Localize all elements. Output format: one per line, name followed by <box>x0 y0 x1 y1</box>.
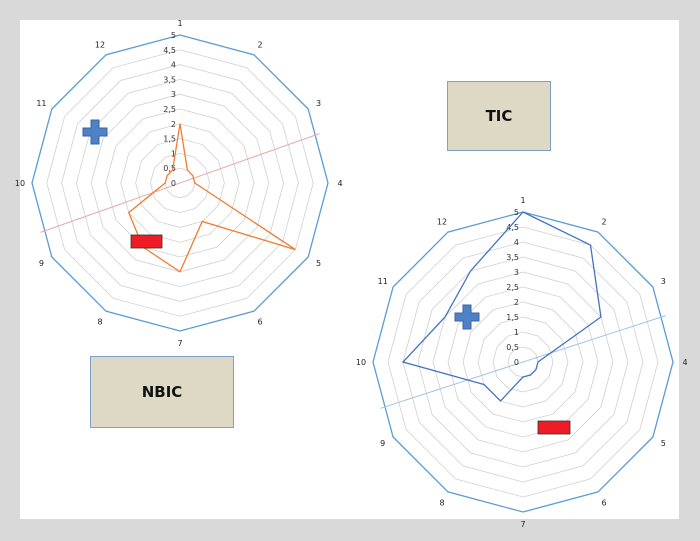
tic-tick-label: 0 <box>514 358 519 367</box>
nbic-grid-ring <box>120 123 240 243</box>
tic-grid-ring <box>417 256 629 468</box>
nbic-label-box: NBIC <box>90 356 234 428</box>
nbic-category-label: 5 <box>316 259 321 268</box>
nbic-category-label: 7 <box>177 339 182 348</box>
tic-tick-label: 4 <box>514 238 519 247</box>
nbic-category-label: 4 <box>337 179 342 188</box>
tic-grid-ring <box>462 301 584 423</box>
tic-category-label: 7 <box>520 520 525 529</box>
tic-category-label: 8 <box>439 498 444 507</box>
nbic-tick-label: 5 <box>171 31 176 40</box>
tic-category-label: 4 <box>682 358 687 367</box>
nbic-cross-marker <box>82 119 108 145</box>
tic-grid-ring <box>387 226 659 498</box>
tic-category-label: 10 <box>356 358 366 367</box>
nbic-category-label: 10 <box>15 179 25 188</box>
nbic-category-label: 9 <box>39 259 44 268</box>
tic-grid-ring <box>492 331 554 393</box>
nbic-rect-marker <box>130 234 163 249</box>
tic-category-label: 6 <box>601 498 606 507</box>
tic-grid-ring <box>372 211 674 513</box>
tic-category-label: 12 <box>437 218 447 227</box>
tic-tick-label: 5 <box>514 208 519 217</box>
nbic-tick-label: 4,5 <box>163 46 176 55</box>
nbic-category-label: 12 <box>95 40 105 49</box>
tic-tick-label: 1,5 <box>506 313 519 322</box>
nbic-grid-ring <box>135 138 225 228</box>
nbic-tick-label: 2,5 <box>163 105 176 114</box>
nbic-category-label: 8 <box>97 318 102 327</box>
tic-category-label: 11 <box>378 277 388 286</box>
nbic-tick-label: 1 <box>171 149 176 158</box>
nbic-grid-ring <box>61 64 299 302</box>
tic-category-label: 5 <box>661 439 666 448</box>
tic-category-label: 9 <box>380 439 385 448</box>
nbic-tick-label: 3 <box>171 90 176 99</box>
tic-tick-label: 2,5 <box>506 283 519 292</box>
nbic-tick-label: 0,5 <box>163 164 176 173</box>
tic-label-box: TIC <box>447 81 551 151</box>
tic-grid-ring <box>477 316 569 408</box>
tic-cross-marker <box>454 304 480 330</box>
nbic-category-label: 3 <box>316 99 321 108</box>
nbic-series-line <box>127 123 296 273</box>
tic-category-label: 3 <box>661 277 666 286</box>
nbic-category-label: 11 <box>36 99 46 108</box>
radar-charts-svg: 00,511,522,533,544,5512345678910111200,5… <box>15 19 688 529</box>
nbic-grid-ring <box>31 34 329 332</box>
nbic-tick-label: 4 <box>171 61 176 70</box>
nbic-tick-label: 3,5 <box>163 75 176 84</box>
nbic-grid-ring <box>149 152 211 214</box>
tic-tick-label: 0,5 <box>506 343 519 352</box>
tic-label: TIC <box>485 107 513 125</box>
nbic-tick-label: 0 <box>171 179 176 188</box>
tic-tick-label: 4,5 <box>506 223 519 232</box>
nbic-label: NBIC <box>141 383 183 401</box>
tic-rect-marker <box>537 420 571 435</box>
nbic-tick-label: 2 <box>171 120 176 129</box>
nbic-tick-label: 1,5 <box>163 135 176 144</box>
nbic-category-label: 2 <box>257 40 262 49</box>
tic-grid-ring <box>447 286 599 438</box>
tic-series-line <box>401 211 602 402</box>
tic-category-label: 2 <box>601 218 606 227</box>
nbic-category-label: 6 <box>257 318 262 327</box>
tic-tick-label: 2 <box>514 298 519 307</box>
nbic-axis-line <box>40 133 320 233</box>
tic-axis-line <box>380 315 666 409</box>
tic-tick-label: 3 <box>514 268 519 277</box>
nbic-category-label: 1 <box>177 19 182 28</box>
nbic-grid-ring <box>46 49 314 317</box>
tic-tick-label: 3,5 <box>506 253 519 262</box>
tic-tick-label: 1 <box>514 328 519 337</box>
tic-category-label: 1 <box>520 196 525 205</box>
tic-grid-ring <box>402 241 644 483</box>
nbic-grid-ring <box>105 108 255 258</box>
